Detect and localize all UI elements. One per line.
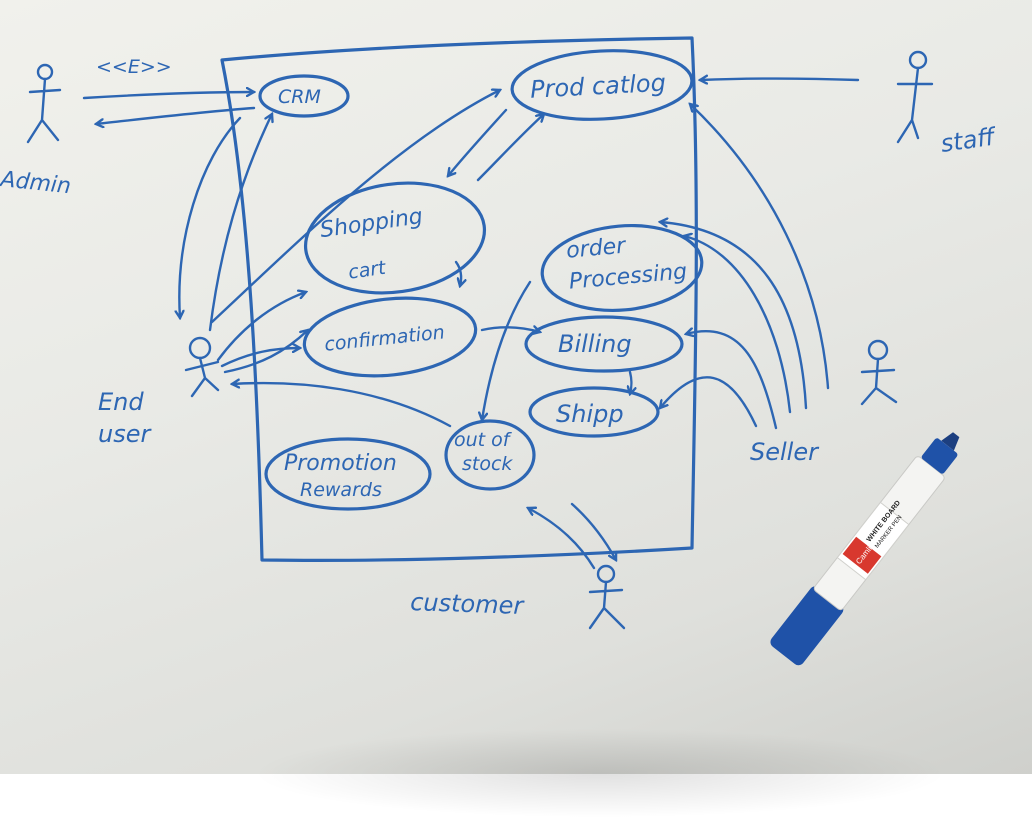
usecase-order-processing bbox=[540, 223, 704, 313]
use-case-diagram: <<E>> Admin staff End user Seller custom… bbox=[0, 36, 999, 666]
usecase-promotion bbox=[264, 437, 432, 511]
usecase-confirmation bbox=[302, 296, 478, 378]
arrows bbox=[82, 79, 860, 570]
staff-actor bbox=[896, 50, 934, 144]
usecase-billing bbox=[524, 315, 684, 373]
usecase-shipp bbox=[528, 386, 660, 438]
end-user-actor bbox=[184, 336, 220, 398]
usecase-shopping-cart-label-line2: cart bbox=[347, 257, 389, 284]
admin-actor bbox=[26, 63, 62, 144]
usecase-prod-catalog bbox=[510, 49, 694, 121]
usecase-crm bbox=[258, 74, 350, 118]
usecase-out-of-stock-label-line2: stock bbox=[462, 453, 513, 475]
system-boundary bbox=[220, 36, 698, 562]
marker-logo-band bbox=[842, 536, 882, 574]
marker-cap bbox=[770, 586, 844, 666]
admin-label: Admin bbox=[0, 167, 72, 199]
usecase-crm-label: CRM bbox=[278, 86, 321, 108]
whiteboard bbox=[0, 0, 1032, 774]
stereotype-label: <<E>> bbox=[96, 56, 172, 78]
usecase-promotion-label-line2: Rewards bbox=[300, 479, 382, 501]
seller-label: Seller bbox=[750, 438, 820, 466]
usecase-order-processing-label-line2: Processing bbox=[568, 259, 688, 294]
end-user-label-line2: user bbox=[98, 420, 152, 448]
usecase-promotion-label-line1: Promotion bbox=[284, 451, 397, 476]
usecase-billing-label: Billing bbox=[558, 330, 632, 358]
usecase-confirmation-label: confirmation bbox=[323, 321, 445, 356]
customer-label: customer bbox=[410, 588, 526, 620]
end-user-label-line1: End bbox=[98, 388, 144, 416]
usecase-prod-catalog-label: Prod catlog bbox=[529, 69, 666, 104]
usecase-order-processing-label-line1: order bbox=[565, 234, 628, 264]
usecase-shopping-cart bbox=[303, 181, 487, 295]
usecase-out-of-stock-label-line1: out of bbox=[454, 429, 513, 451]
usecase-shipp-label: Shipp bbox=[556, 400, 624, 428]
usecase-out-of-stock bbox=[444, 419, 536, 491]
seller-actor bbox=[860, 339, 898, 406]
staff-label: staff bbox=[939, 122, 999, 158]
customer-actor bbox=[588, 564, 626, 630]
